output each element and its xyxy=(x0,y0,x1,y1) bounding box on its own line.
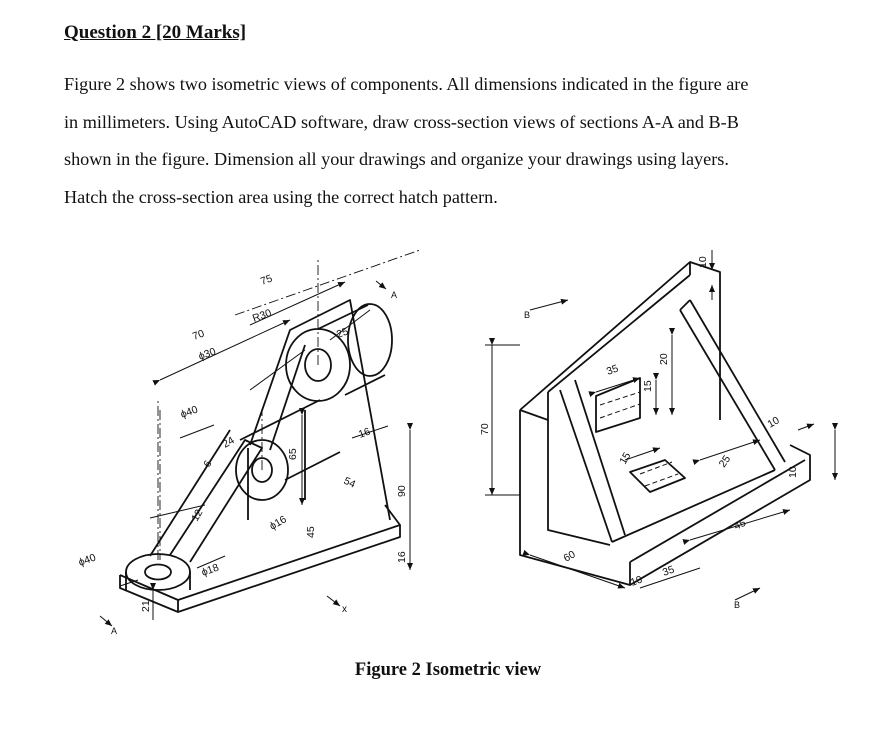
body-line-1: Figure 2 shows two isometric views of co… xyxy=(64,74,749,94)
dim-phi18: ϕ18 xyxy=(200,561,221,578)
section-b-top: B xyxy=(524,310,530,320)
dim-35-base: 35 xyxy=(661,563,676,578)
dim-12: 12 xyxy=(189,507,205,523)
dim-phi40-top: ϕ40 xyxy=(179,403,200,420)
section-a-top: A xyxy=(391,290,397,300)
dim-phi30: ϕ30 xyxy=(197,345,218,362)
dim-45-right: 45 xyxy=(732,517,748,533)
dim-r30: R30 xyxy=(251,307,273,325)
dim-10-rib: 10 xyxy=(766,414,782,430)
dim-15-vertical: 15 xyxy=(642,380,654,392)
dim-16-top: 16 xyxy=(357,425,372,440)
right-component-drawing xyxy=(519,261,811,586)
dim-25: 25 xyxy=(335,325,350,340)
left-dimension-lines xyxy=(99,280,413,627)
section-a-bottom: A xyxy=(111,626,117,636)
dim-54: 54 xyxy=(342,475,358,491)
dim-21: 21 xyxy=(140,600,152,612)
section-b-bottom: B xyxy=(734,600,740,610)
dim-90: 90 xyxy=(396,485,408,497)
body-line-4: Hatch the cross-section area using the c… xyxy=(64,186,498,207)
left-component-drawing xyxy=(119,249,421,613)
dim-10-base: 10 xyxy=(629,573,644,588)
dim-65: 65 xyxy=(287,448,299,460)
dim-6: 6 xyxy=(201,458,214,469)
right-hidden-lines xyxy=(599,391,679,487)
body-line-2: in millimeters. Using AutoCAD software, … xyxy=(64,111,739,132)
dim-20: 20 xyxy=(658,353,670,365)
left-dimension-labels: 75 70 ϕ30 R30 25 ϕ40 24 6 12 16 65 ϕ16 4… xyxy=(77,272,408,636)
right-dimension-labels: 70 B B 10 35 20 15 15 10 25 10 45 60 10 … xyxy=(479,256,799,610)
dim-45: 45 xyxy=(305,526,317,538)
dim-60: 60 xyxy=(562,548,578,564)
dim-25: 25 xyxy=(717,453,734,470)
dim-10-top: 10 xyxy=(697,256,709,268)
dim-75: 75 xyxy=(259,272,274,287)
dim-10-side: 10 xyxy=(787,466,799,478)
dim-phi16: ϕ16 xyxy=(268,513,289,532)
dim-70-right: 70 xyxy=(479,423,491,435)
question-heading: Question 2 [20 Marks] xyxy=(64,22,247,43)
dim-70: 70 xyxy=(191,327,206,342)
right-dimension-lines xyxy=(485,250,838,601)
body-line-3: shown in the figure. Dimension all your … xyxy=(64,149,729,169)
dim-24: 24 xyxy=(221,434,237,450)
question-body: Figure 2 shows two isometric views of co… xyxy=(64,66,854,216)
axis-x-label: x xyxy=(342,604,347,615)
figure-caption: Figure 2 Isometric view xyxy=(354,660,542,680)
dim-35-top: 35 xyxy=(605,362,620,377)
dim-15-slot: 15 xyxy=(617,450,633,466)
dim-phi40-bottom: ϕ40 xyxy=(77,551,98,568)
dim-16-bottom: 16 xyxy=(396,551,408,563)
